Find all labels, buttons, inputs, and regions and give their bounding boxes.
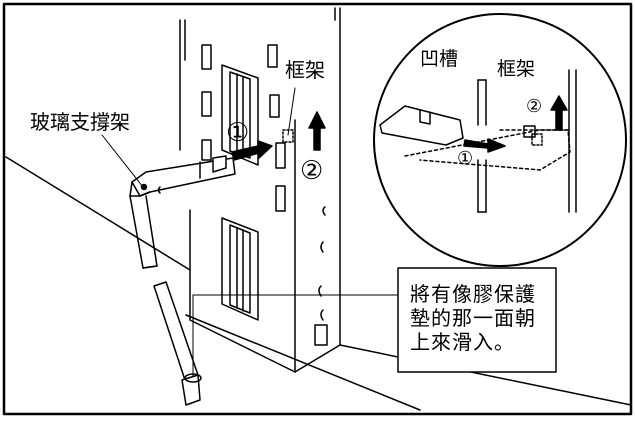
label-frame-main: 框架 bbox=[285, 58, 325, 82]
label-frame-zoom: 框架 bbox=[497, 58, 536, 80]
note-text: 將有像膠保護 墊的那一面朝 上來滑入。 bbox=[410, 282, 536, 354]
label-step2-zoom: ② bbox=[526, 96, 543, 117]
leader-frame-main bbox=[287, 87, 296, 136]
zoom-detail bbox=[373, 13, 627, 267]
cabinet-panel bbox=[179, 7, 341, 373]
outer-border bbox=[2, 2, 633, 416]
label-step1-main: ① bbox=[226, 118, 250, 148]
floor-line-left bbox=[5, 156, 191, 271]
note-line-1: 將有像膠保護 bbox=[410, 282, 536, 306]
insert-arrow bbox=[231, 140, 273, 161]
label-glass-support: 玻璃支撐架 bbox=[30, 110, 130, 134]
note-line-2: 墊的那一面朝 bbox=[410, 306, 536, 330]
glass-support-bracket bbox=[129, 155, 236, 406]
label-step1-zoom: ① bbox=[457, 148, 474, 169]
note-box bbox=[397, 267, 557, 373]
label-groove: 凹槽 bbox=[420, 48, 459, 70]
lift-arrow bbox=[308, 111, 326, 151]
leader-glass-support bbox=[101, 134, 144, 188]
floor-line-right bbox=[339, 344, 632, 406]
floor-line-bottom bbox=[185, 314, 421, 411]
label-step2-main: ② bbox=[300, 156, 324, 186]
note-line-3: 上來滑入。 bbox=[410, 330, 515, 354]
